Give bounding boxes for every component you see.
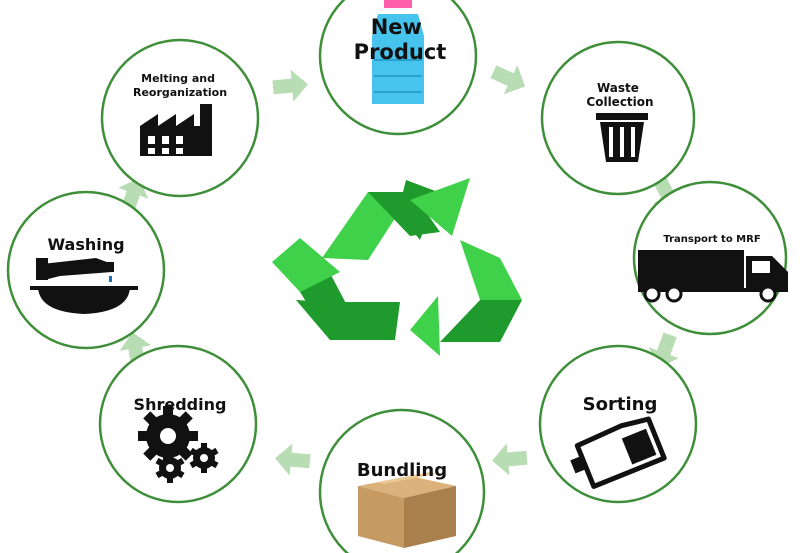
- arrow-new-product-to-waste-collection: [490, 65, 526, 95]
- truck-icon: [638, 250, 788, 303]
- stage-melting-and-reorganization: Melting and Reorganization: [100, 38, 260, 198]
- stage-label-washing: Washing: [47, 235, 124, 254]
- stage-label-melting-and-reorganization: Melting and Reorganization: [133, 72, 227, 99]
- detergent-bottle-icon: [570, 416, 667, 489]
- arrow-bundling-to-shredding: [275, 443, 311, 476]
- gears-icon: [138, 406, 219, 483]
- stage-bundling: Bundling: [318, 408, 486, 553]
- faucet-basin-icon: [30, 258, 138, 314]
- cardboard-box-icon: [358, 472, 456, 548]
- stage-label-new-product: New Product: [354, 15, 447, 64]
- stage-waste-collection: Waste Collection: [540, 40, 696, 196]
- trash-can-icon: [596, 113, 648, 162]
- arrow-sorting-to-bundling: [492, 443, 528, 476]
- stage-label-bundling: Bundling: [357, 460, 447, 481]
- factory-icon: [140, 104, 212, 156]
- stage-label-sorting: Sorting: [583, 394, 658, 415]
- stage-shredding: Shredding: [98, 344, 258, 504]
- stage-label-transport-to-mrf: Transport to MRF: [663, 234, 760, 245]
- stage-new-product: New Product: [318, 0, 478, 136]
- stage-transport-to-mrf: Transport to MRF: [632, 180, 788, 336]
- plastic-bottle-icon: [372, 0, 424, 104]
- arrow-melting-to-new-product: [272, 69, 308, 102]
- stage-sorting: Sorting: [538, 344, 698, 504]
- stage-washing: Washing: [6, 190, 166, 350]
- stage-label-waste-collection: Waste Collection: [586, 81, 653, 109]
- stage-label-shredding: Shredding: [134, 395, 227, 414]
- recycle-icon: [272, 178, 522, 356]
